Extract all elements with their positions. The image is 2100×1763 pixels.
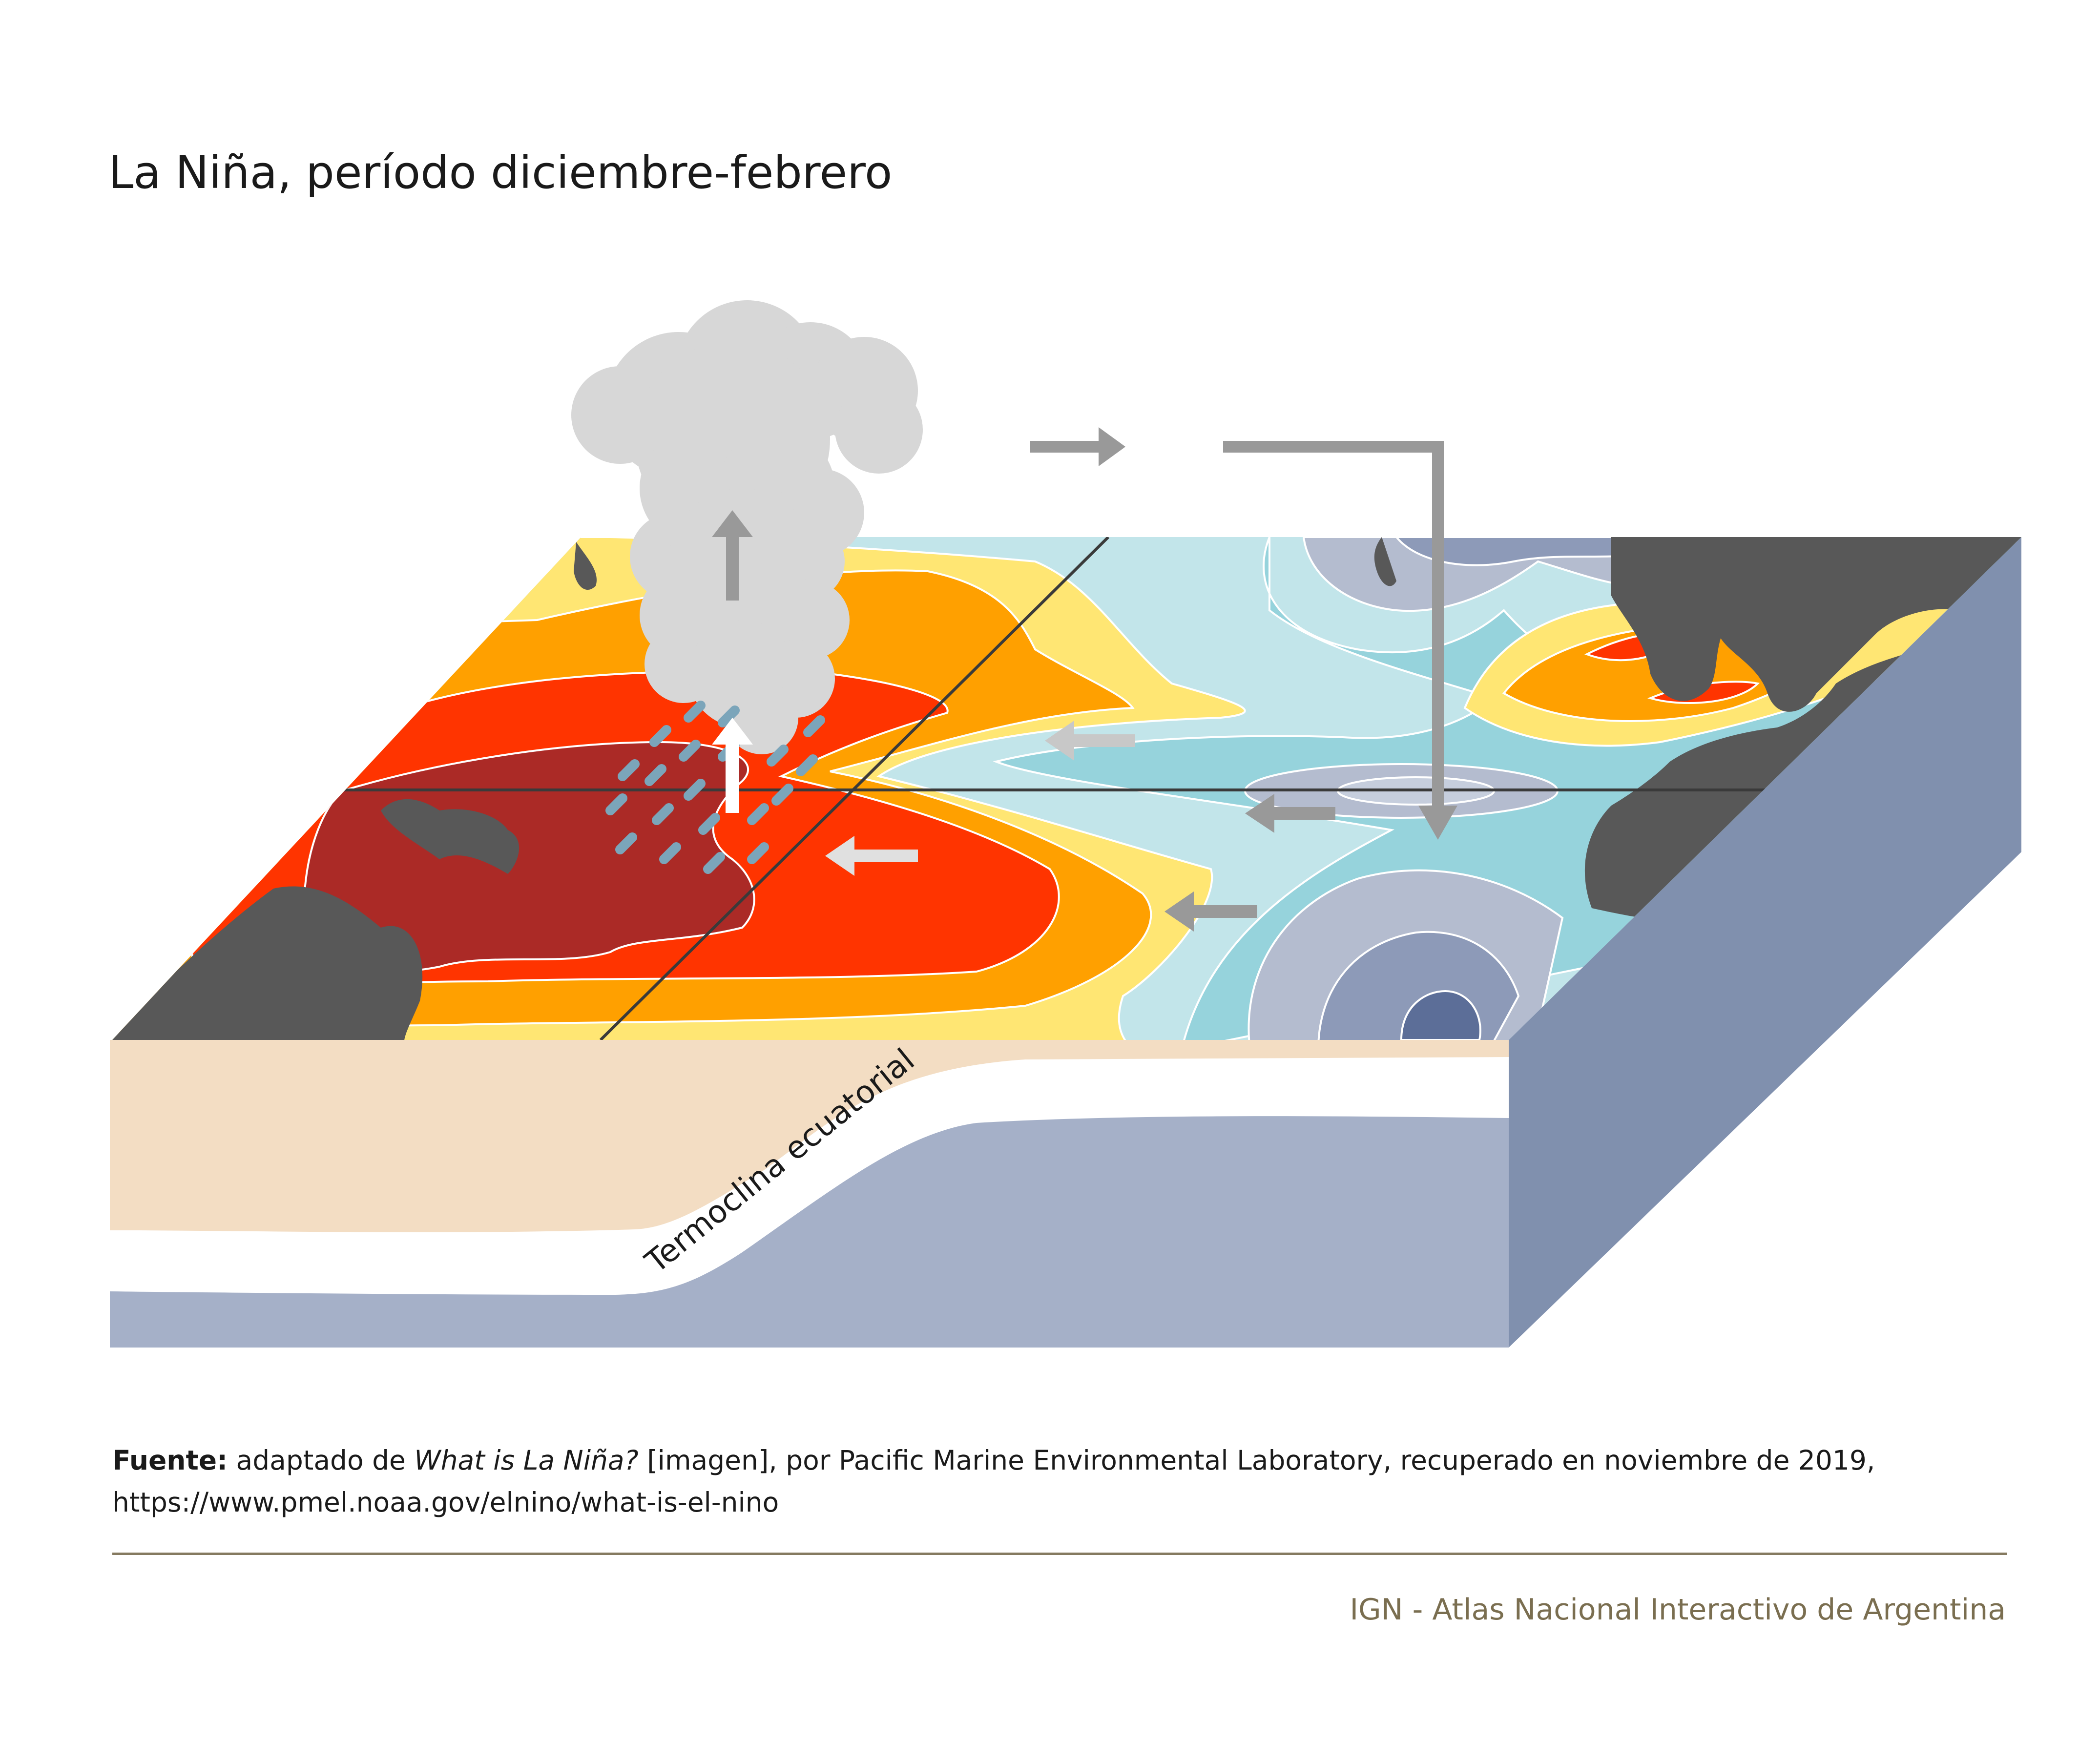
source-label: Fuente:	[112, 1445, 228, 1476]
cold-deep-layer	[110, 1116, 1509, 1348]
side-face	[1509, 537, 2021, 1348]
upper-westerly-arrow-icon	[1030, 427, 1125, 466]
land-baja-detail	[1374, 537, 1396, 586]
warm-water-layer	[110, 1040, 1509, 1232]
source-note: Fuente: adaptado de What is La Niña? [im…	[112, 1439, 2017, 1523]
source-suffix: [imagen], por Pacific Marine Environment…	[638, 1445, 1875, 1476]
source-url: https://www.pmel.noaa.gov/elnino/what-is…	[112, 1487, 779, 1518]
land-north-america	[1689, 537, 2021, 712]
page-title: La Niña, período diciembre-febrero	[108, 146, 893, 199]
land-island	[574, 542, 597, 590]
trade-wind-arrow-1-icon	[1045, 721, 1135, 761]
trade-wind-arrow-2-icon	[1245, 794, 1335, 833]
date-line	[599, 537, 1110, 1040]
source-work-title: What is La Niña?	[414, 1445, 639, 1476]
cold-core-south	[1400, 990, 1481, 1040]
trade-wind-arrow-3-icon	[825, 836, 918, 876]
land-australia	[112, 886, 423, 1040]
source-prefix: adaptado de	[228, 1445, 415, 1476]
land-new-guinea	[381, 799, 520, 874]
updraft-arrow-icon	[712, 510, 753, 601]
credit-line: IGN - Atlas Nacional Interactivo de Arge…	[1350, 1593, 2006, 1627]
footer-divider	[112, 1553, 2007, 1555]
rising-air-arrow-icon	[712, 718, 753, 813]
descending-air-arrow-icon	[1223, 441, 1457, 840]
front-face	[110, 1040, 1509, 1348]
trade-wind-arrow-4-icon	[1164, 892, 1257, 932]
